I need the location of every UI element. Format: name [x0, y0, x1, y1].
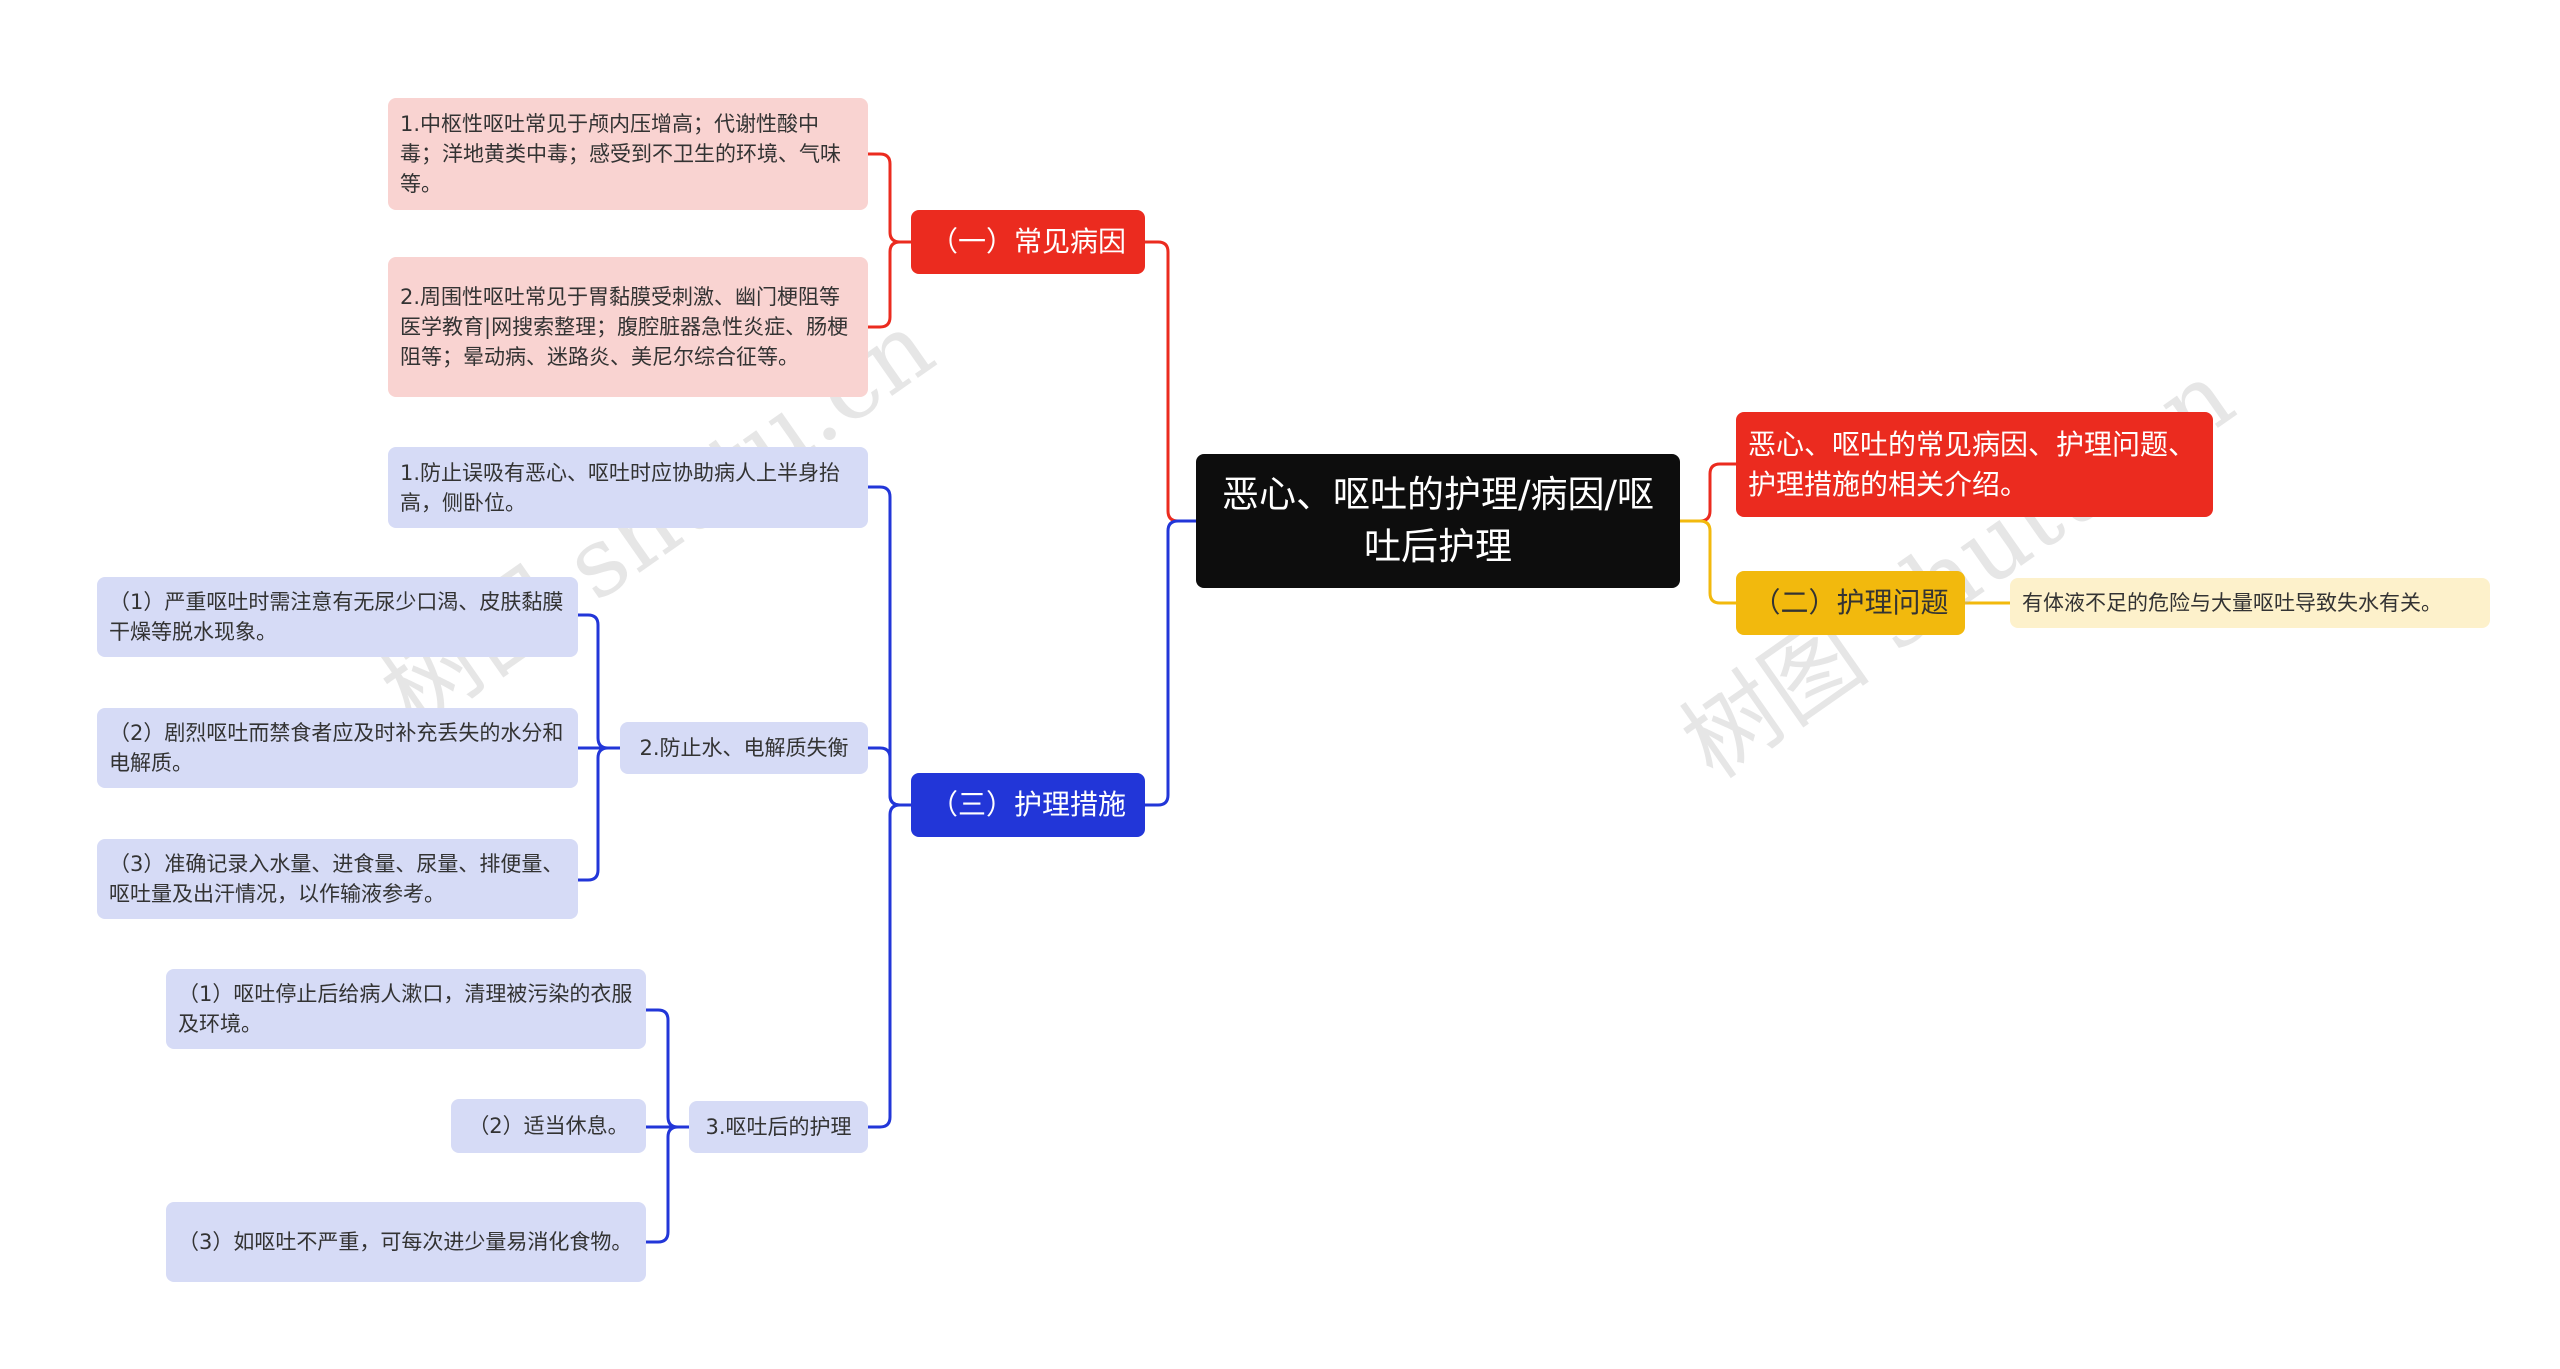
connector-item2-c1: [578, 613, 620, 750]
branch-causes[interactable]: （一）常见病因: [911, 210, 1145, 274]
connector-root-measures: [1145, 519, 1196, 807]
connector-item2-c3: [578, 746, 620, 882]
measure-item-aspiration[interactable]: 1.防止误吸有恶心、呕吐时应协助病人上半身抬高，侧卧位。: [388, 447, 868, 528]
connector-causes-item2: [868, 240, 911, 329]
fluid-child-2[interactable]: （2）剧烈呕吐而禁食者应及时补充丢失的水分和电解质。: [97, 708, 578, 788]
cause-item-central[interactable]: 1.中枢性呕吐常见于颅内压增高；代谢性酸中毒；洋地黄类中毒；感受到不卫生的环境、…: [388, 98, 868, 210]
intro-node[interactable]: 恶心、呕吐的常见病因、护理问题、护理措施的相关介绍。: [1736, 412, 2213, 517]
aftercare-child-3[interactable]: （3）如呕吐不严重，可每次进少量易消化食物。: [166, 1202, 646, 1282]
cause-item-peripheral[interactable]: 2.周围性呕吐常见于胃黏膜受刺激、幽门梗阻等医学教育|网搜索整理；腹腔脏器急性炎…: [388, 257, 868, 397]
branch-measures[interactable]: （三）护理措施: [911, 773, 1145, 837]
connector-measures-item2: [868, 746, 911, 807]
measure-item-aftercare[interactable]: 3.呕吐后的护理: [689, 1101, 868, 1153]
connector-root-problems: [1680, 519, 1736, 605]
connector-item3-c3: [646, 1125, 689, 1244]
connector-root-causes: [1145, 240, 1196, 523]
connector-causes-item1: [868, 152, 911, 244]
connector-item3-c1: [646, 1008, 689, 1129]
problem-detail[interactable]: 有体液不足的危险与大量呕吐导致失水有关。: [2010, 578, 2490, 628]
connector-measures-item3: [868, 803, 911, 1129]
aftercare-child-1[interactable]: （1）呕吐停止后给病人漱口，清理被污染的衣服及环境。: [166, 969, 646, 1049]
aftercare-child-2[interactable]: （2）适当休息。: [451, 1099, 646, 1153]
measure-item-fluid[interactable]: 2.防止水、电解质失衡: [620, 722, 868, 774]
fluid-child-3[interactable]: （3）准确记录入水量、进食量、尿量、排便量、呕吐量及出汗情况，以作输液参考。: [97, 839, 578, 919]
connector-root-intro: [1680, 462, 1736, 523]
root-node[interactable]: 恶心、呕吐的护理/病因/呕吐后护理: [1196, 454, 1680, 588]
branch-problems[interactable]: （二）护理问题: [1736, 571, 1965, 635]
fluid-child-1[interactable]: （1）严重呕吐时需注意有无尿少口渴、皮肤黏膜干燥等脱水现象。: [97, 577, 578, 657]
